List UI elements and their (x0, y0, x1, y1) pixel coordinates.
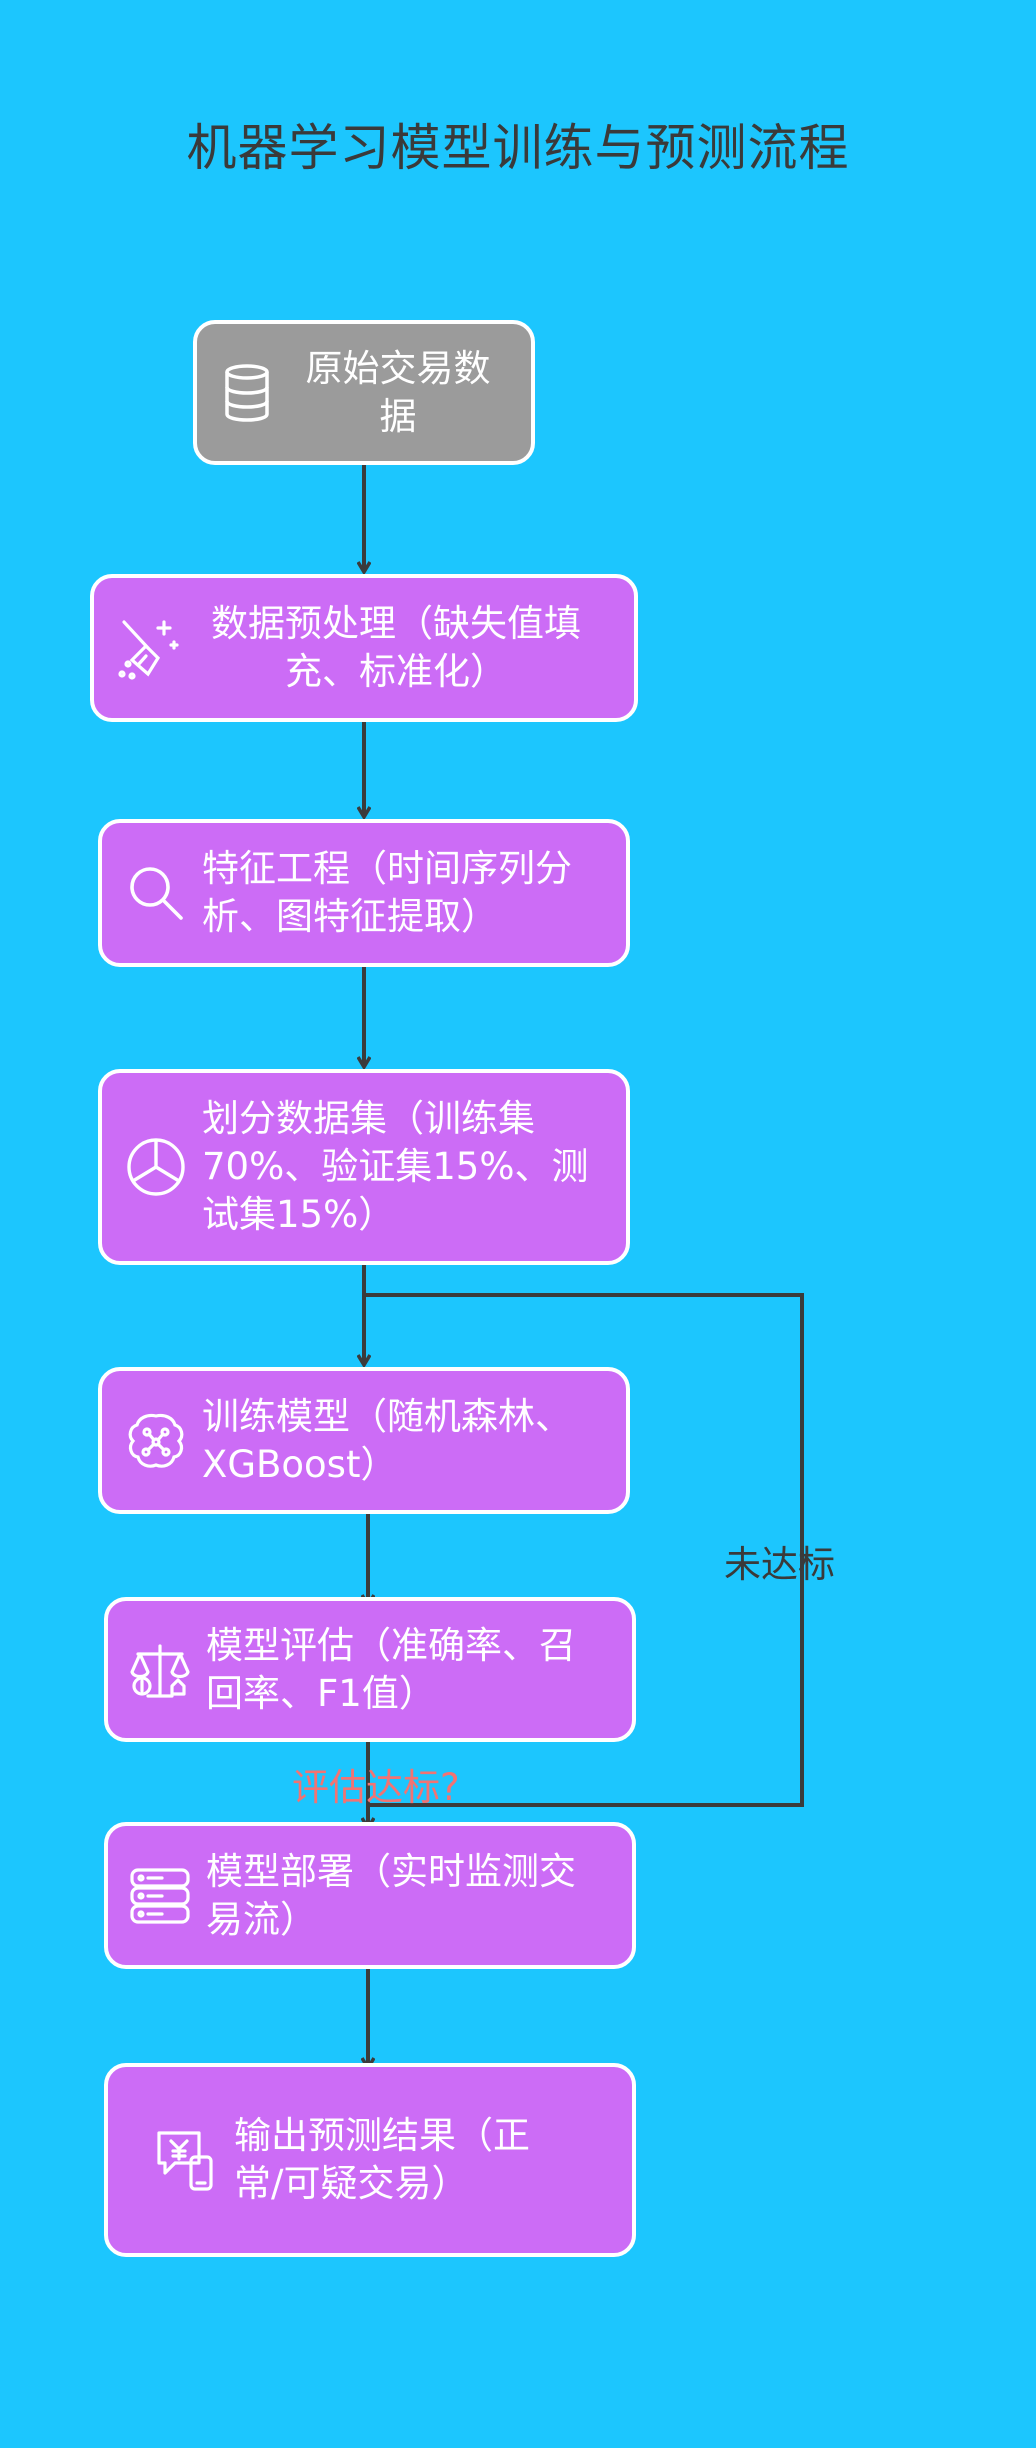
node-label: 输出预测结果（正常/可疑交易） (234, 2114, 530, 2205)
brain-icon (124, 1405, 188, 1477)
condition-label: 评估达标? (292, 1766, 460, 1809)
loop-label: 未达标 (724, 1543, 835, 1586)
magic-broom-icon (118, 612, 182, 684)
node-deploy-model[interactable]: 模型部署（实时监测交易流） (104, 1822, 636, 1969)
balance-scale-icon (128, 1634, 192, 1706)
node-label: 模型评估（准确率、召回率、F1值） (206, 1623, 576, 1715)
pie-chart-icon (124, 1131, 188, 1203)
search-icon (124, 857, 188, 929)
node-evaluate-model[interactable]: 模型评估（准确率、召回率、F1值） (104, 1597, 636, 1742)
node-label: 训练模型（随机森林、XGBoost） (202, 1394, 572, 1486)
loop-line-split-to-evaluate (364, 1293, 804, 1807)
node-feature-engineering[interactable]: 特征工程（时间序列分析、图特征提取） (98, 819, 630, 967)
node-train-model[interactable]: 训练模型（随机森林、XGBoost） (98, 1367, 630, 1514)
node-raw-data[interactable]: 原始交易数据 (193, 320, 535, 465)
money-message-icon (150, 2124, 220, 2196)
node-label: 原始交易数据 (305, 346, 491, 438)
server-icon (128, 1860, 192, 1932)
node-output-results[interactable]: 输出预测结果（正常/可疑交易） (104, 2063, 636, 2257)
node-label: 模型部署（实时监测交易流） (206, 1849, 576, 1941)
diagram-title: 机器学习模型训练与预测流程 (186, 119, 850, 177)
node-label: 划分数据集（训练集70%、验证集15%、测试集15%） (202, 1097, 589, 1236)
node-split-dataset[interactable]: 划分数据集（训练集70%、验证集15%、测试集15%） (98, 1069, 630, 1265)
node-label: 数据预处理（缺失值填充、标准化） (211, 602, 581, 693)
node-preprocess[interactable]: 数据预处理（缺失值填充、标准化） (90, 574, 638, 722)
database-icon (219, 358, 275, 428)
node-label: 特征工程（时间序列分析、图特征提取） (202, 847, 572, 938)
